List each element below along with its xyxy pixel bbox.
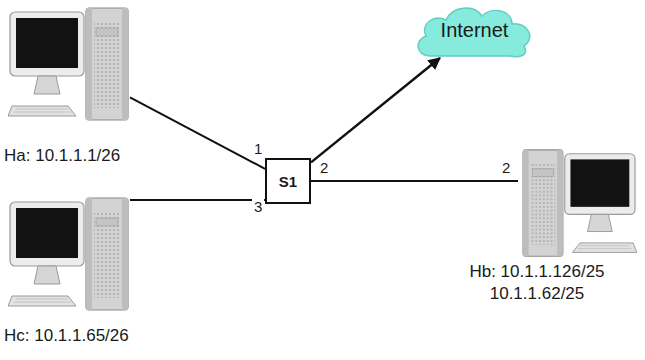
link-line [130, 97, 265, 169]
host-address: Hc: 10.1.1.65/26 [4, 326, 154, 346]
switch-label: S1 [279, 173, 297, 190]
port-number: 3 [252, 198, 264, 215]
cloud-label: Internet [441, 19, 509, 42]
host-address: Ha: 10.1.1.1/26 [4, 146, 154, 166]
host-address: Hb: 10.1.1.126/25 [434, 262, 640, 282]
link-line [311, 58, 440, 162]
host-node: Hb: 10.1.1.126/2510.1.1.62/25 [518, 148, 640, 260]
port-number: 2 [500, 159, 512, 176]
cloud-node: Internet [412, 2, 537, 58]
port-number: 2 [318, 159, 330, 176]
port-number: 1 [252, 140, 264, 157]
host-node: Hc: 10.1.1.65/26 [8, 196, 130, 314]
link-line [130, 199, 265, 201]
host-node: Ha: 10.1.1.1/26 [8, 6, 130, 124]
host-address: 10.1.1.62/25 [434, 284, 640, 304]
computer-illustration [8, 198, 128, 310]
computer-illustration [8, 8, 128, 120]
switch-box: S1 [265, 158, 311, 204]
computer-illustration [523, 150, 637, 256]
link-line [311, 180, 518, 182]
